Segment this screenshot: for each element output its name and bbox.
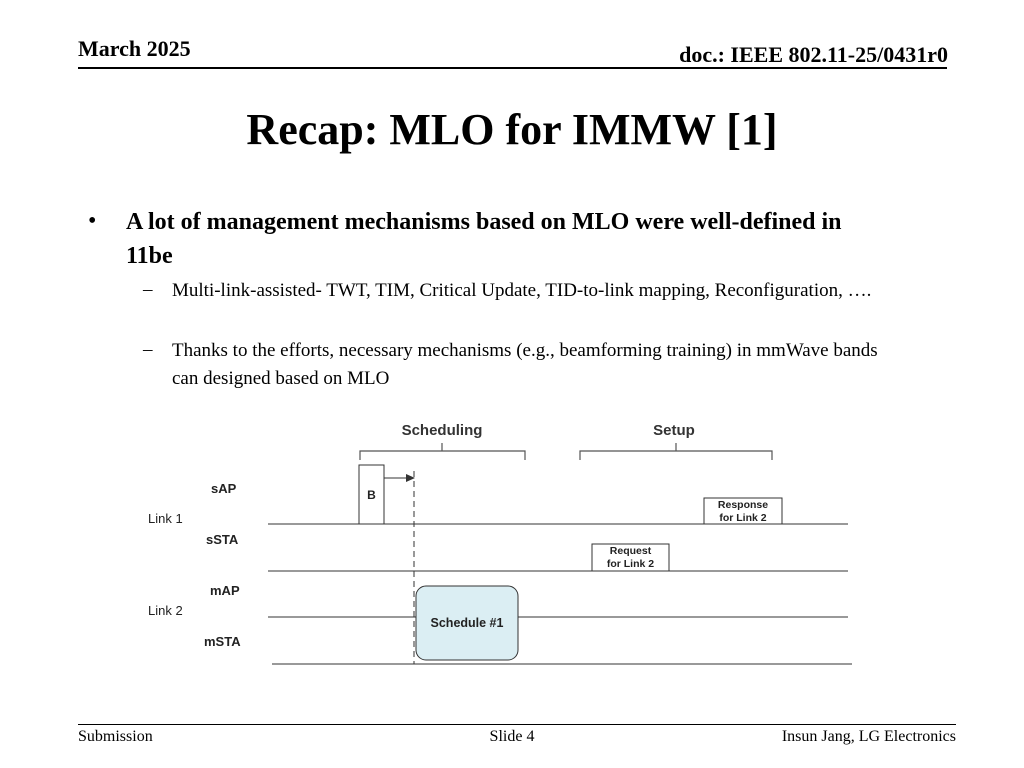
response-label-line2: for Link 2 [719, 512, 766, 524]
schedule-label: Schedule #1 [431, 616, 504, 630]
schedule-block [415, 585, 519, 661]
setup-brace [579, 443, 773, 460]
response-frame [703, 497, 783, 525]
footer-submission: Submission [78, 728, 153, 745]
bullet-text: A lot of management mechanisms based on … [126, 209, 842, 269]
link1-label: Link 1 [148, 511, 183, 526]
footer-divider [78, 724, 956, 725]
map-label: mAP [210, 583, 240, 598]
setup-label: Setup [653, 422, 695, 439]
header-doc-id: doc.: IEEE 802.11-25/0431r0 [679, 42, 948, 67]
request-frame [591, 543, 670, 572]
beacon-frame [358, 464, 385, 525]
response-label-line1: Response [718, 499, 768, 511]
beacon-label: B [367, 488, 376, 502]
request-label-line2: for Link 2 [607, 558, 654, 570]
link2-label: Link 2 [148, 603, 183, 618]
mlo-scheduling-diagram: Scheduling Setup sAP Link 1 sSTA mAP Lin… [148, 422, 852, 665]
sap-label: sAP [211, 481, 237, 496]
sub-bullet-marker: – [143, 339, 153, 360]
arrow-head [406, 474, 415, 482]
ssta-label: sSTA [206, 532, 239, 547]
footer-author: Insun Jang, LG Electronics [781, 728, 956, 745]
sub-bullet-text: Multi-link-assisted- TWT, TIM, Critical … [172, 280, 872, 301]
header-date: March 2025 [78, 36, 191, 61]
sub-bullet-text: Thanks to the efforts, necessary mechani… [172, 340, 878, 389]
sub-bullet-marker: – [143, 279, 153, 300]
request-label-line1: Request [610, 545, 652, 557]
footer-slide-number: Slide 4 [489, 728, 535, 745]
msta-label: mSTA [204, 634, 241, 649]
scheduling-brace [359, 443, 526, 460]
slide-title: Recap: MLO for IMMW [1] [246, 105, 778, 154]
header-divider [78, 67, 947, 69]
bullet-marker: • [88, 208, 97, 234]
scheduling-label: Scheduling [402, 422, 483, 439]
